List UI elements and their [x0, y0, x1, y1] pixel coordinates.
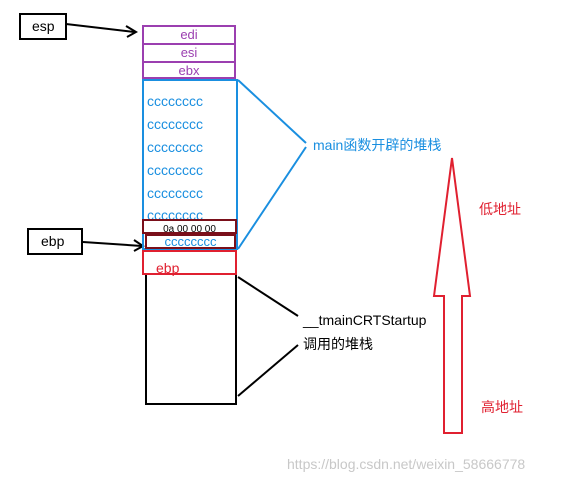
stack-cell-edi: edi [142, 25, 236, 43]
stack-cell-ebx-label: ebx [178, 63, 200, 78]
esp-register-box: esp [19, 13, 67, 40]
stack-cell-ebx: ebx [142, 61, 236, 79]
stack-cell-esi-label: esi [180, 45, 198, 60]
stack-cell-ebp-target-label: cccccccc [164, 234, 217, 249]
high-address-label: 高地址 [481, 399, 523, 415]
ebp-register-box: ebp [27, 228, 83, 255]
fill-row-5: cccccccc [147, 185, 203, 201]
fill-row-3: cccccccc [147, 139, 203, 155]
stack-cell-ebp-target: cccccccc [145, 234, 236, 249]
ebp-arrow [82, 239, 145, 252]
main-frame-annotation: main函数开辟的堆栈 [313, 137, 442, 153]
caller-frame-annotation-line2: 调用的堆栈 [303, 336, 373, 352]
main-frame-pointer-lines [237, 79, 307, 250]
stack-cell-hex-label: 0a 00 00 00 [163, 224, 216, 235]
watermark: https://blog.csdn.net/weixin_58666778 [287, 456, 526, 472]
stack-cell-saved-ebp: ebp [142, 250, 237, 276]
stack-cell-hex-value: 0a 00 00 00 [142, 219, 237, 235]
fill-row-1: cccccccc [147, 93, 203, 109]
caller-stack-frame [145, 275, 237, 405]
stack-cell-saved-ebp-label: ebp [156, 260, 180, 276]
fill-row-2: cccccccc [147, 116, 203, 132]
fill-row-6: cccccccc [147, 207, 203, 219]
esp-register-label: esp [32, 18, 55, 34]
stack-cell-edi-label: edi [180, 27, 198, 42]
low-address-label: 低地址 [479, 201, 521, 217]
stack-cell-esi: esi [142, 43, 236, 61]
address-direction-arrow [432, 157, 472, 434]
fill-row-4: cccccccc [147, 162, 203, 178]
main-stack-frame [142, 79, 238, 250]
ebp-register-label: ebp [41, 233, 65, 249]
caller-frame-annotation-line1: __tmainCRTStartup [303, 312, 427, 328]
esp-arrow [65, 23, 138, 38]
caller-frame-pointer-lines [237, 276, 299, 397]
